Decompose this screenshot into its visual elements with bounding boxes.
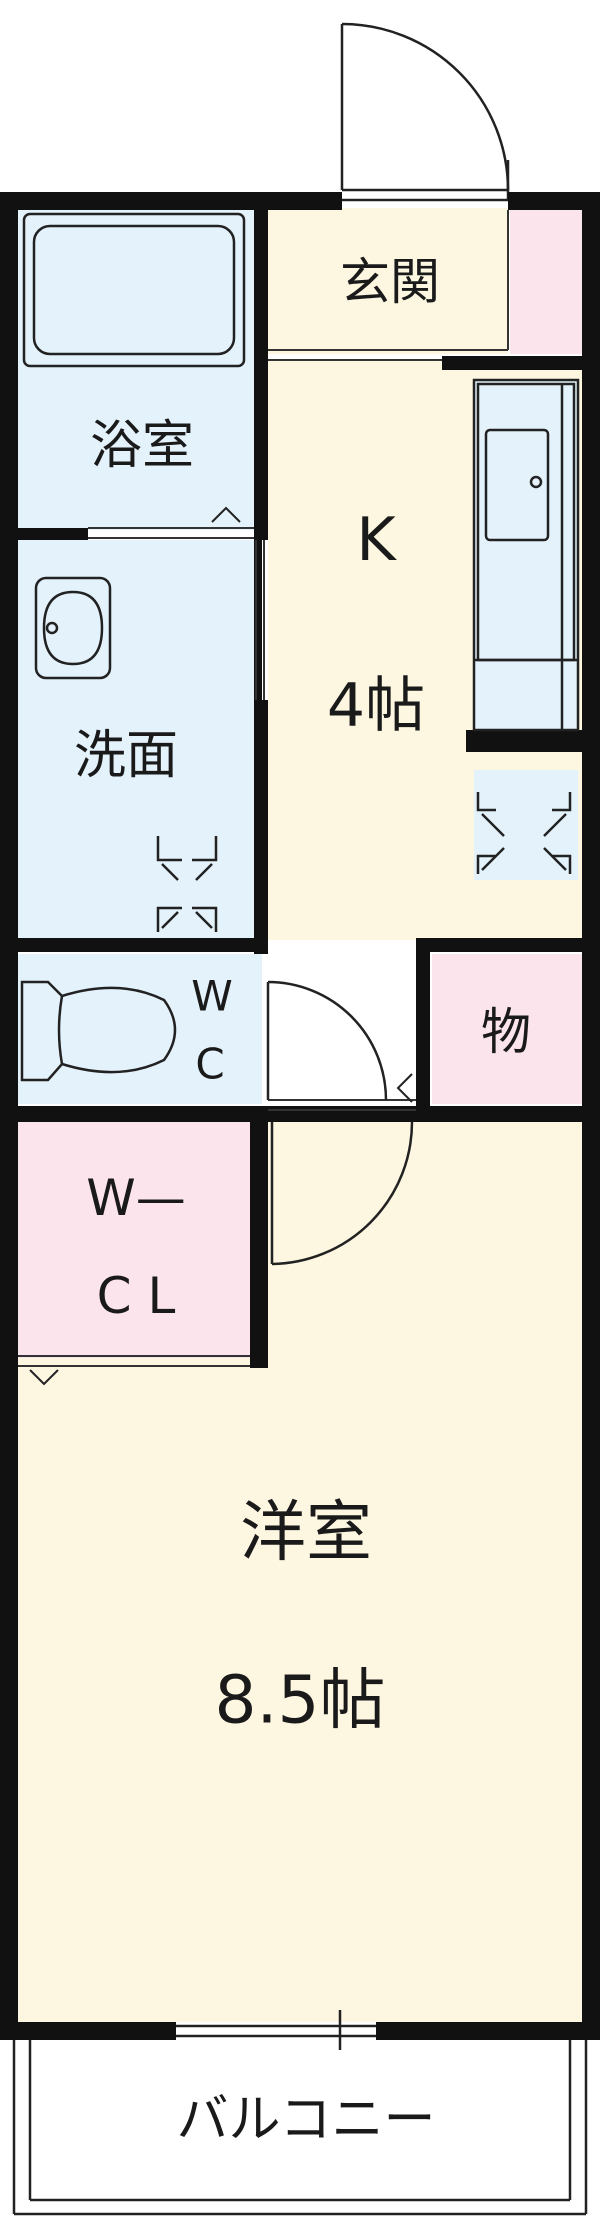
kitchen-sink-icon [484, 428, 550, 542]
genkan-fill [268, 208, 508, 354]
western-room-size-label: 8.5帖 [215, 1662, 386, 1739]
balcony-label: バルコニー [177, 2090, 436, 2150]
washroom-fill [18, 540, 262, 940]
closet-label-bottom: C L [97, 1267, 176, 1325]
washing-machine-space-icon [156, 836, 218, 932]
partition-lines [18, 210, 509, 1367]
outer-walls [0, 192, 600, 2040]
entrance-door [340, 22, 510, 202]
fridge-space-icon [476, 792, 572, 874]
storage-door-marker [396, 1073, 413, 1103]
bath-fill [18, 210, 262, 530]
kitchen-counter-fill [474, 380, 578, 730]
genkan-side-storage-fill [510, 208, 582, 354]
genkan-label: 玄関 [340, 253, 440, 311]
interior-walls [18, 210, 582, 2040]
washroom-label: 洗面 [74, 726, 178, 786]
toilet-door [266, 980, 388, 1101]
western-room-door [270, 1121, 414, 1266]
kitchen-size-label: 4帖 [327, 671, 425, 741]
storage-label: 物 [481, 1003, 531, 1061]
toilet-label-w: W [191, 972, 233, 1021]
toilet-bowl-icon [20, 980, 177, 1082]
wash-basin-icon [34, 576, 112, 680]
storage-fill [432, 954, 582, 1104]
kitchen-counter [472, 378, 580, 732]
closet-door-marker [29, 1369, 59, 1386]
closet-label-top: W— [86, 1169, 185, 1227]
bath-door-marker [211, 506, 241, 523]
western-room-label: 洋室 [240, 1494, 372, 1571]
toilet-label-c: C [195, 1040, 224, 1089]
kitchen-label: K [356, 505, 397, 575]
closet-fill-top [18, 1122, 262, 1358]
balcony [12, 2010, 588, 2216]
bath-label: 浴室 [90, 416, 194, 476]
bathtub-icon [22, 212, 246, 368]
